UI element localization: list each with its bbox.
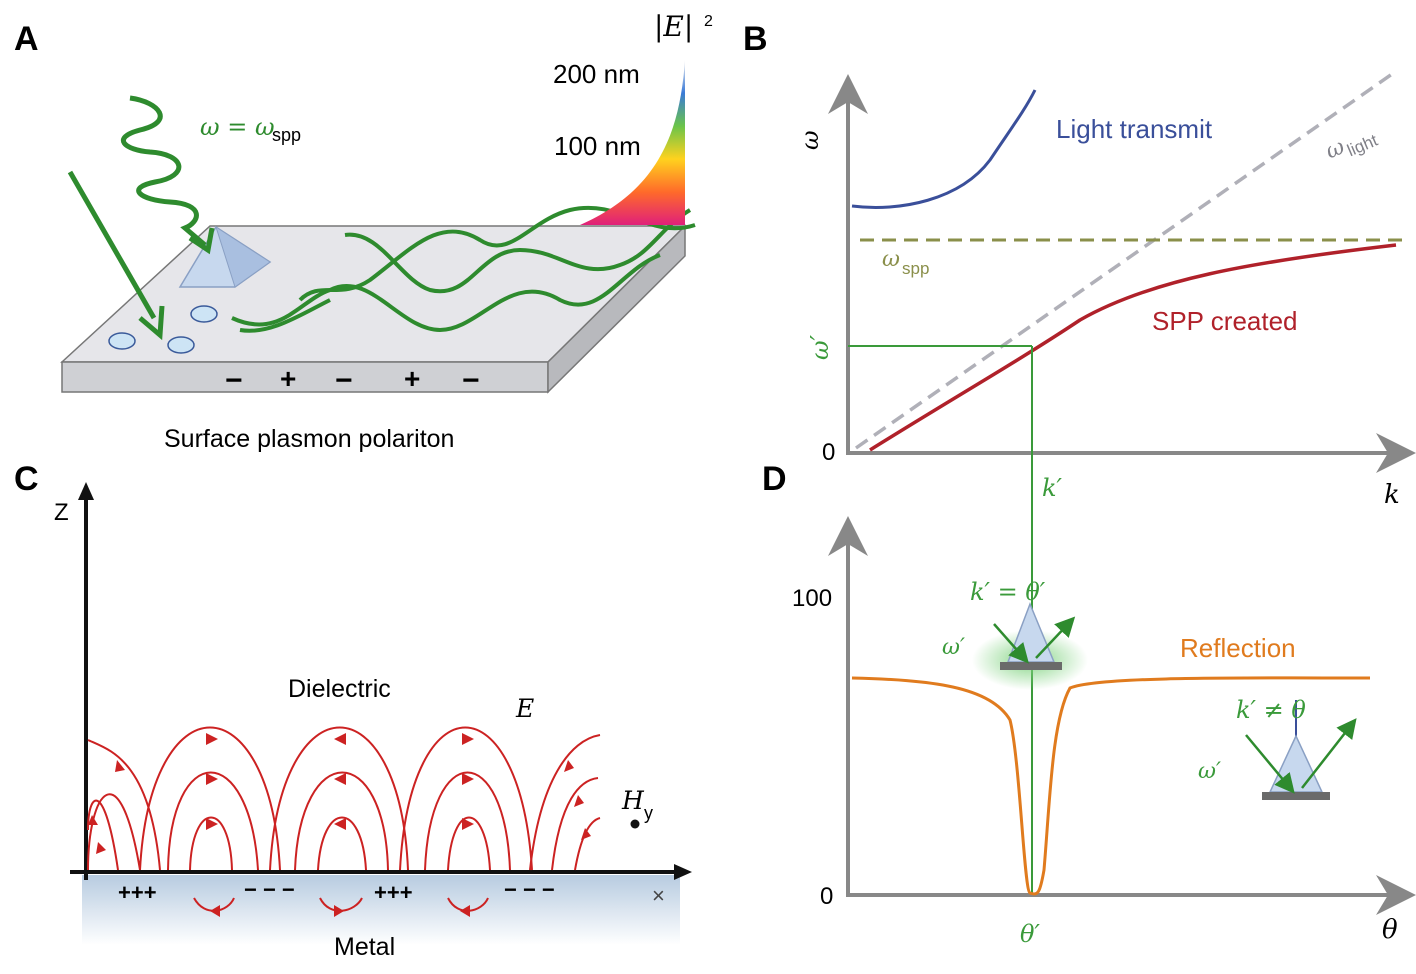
omega-light-label: ω light [1322, 131, 1381, 165]
reflection-label: Reflection [1180, 633, 1296, 663]
light-transmit-label: Light transmit [1056, 114, 1213, 144]
omega-spp-label: ω [882, 247, 900, 272]
omega-prime-resonance: ω′ [942, 635, 965, 660]
non-resonance-condition: k′ ≠ θ [1236, 696, 1306, 724]
surface-charge-plus: +++ [374, 880, 413, 905]
z-axis-arrowhead [78, 482, 94, 500]
x-axis-c-arrowhead [674, 864, 692, 880]
origin-label: 0 [822, 439, 835, 466]
h-field-label: H [621, 786, 645, 815]
panel-a-letter: A [14, 20, 39, 58]
spp-dispersion-curve [869, 243, 1397, 452]
x-axis-c-label: × [652, 883, 665, 908]
reflection-curve [851, 676, 1371, 896]
metal-film [1000, 662, 1062, 670]
spp-wave [239, 298, 331, 333]
incident-arrow-icon [993, 623, 1029, 664]
metal-label: Metal [334, 933, 395, 961]
wave-light-icon [121, 95, 207, 247]
omega-spp-sub: spp [272, 125, 301, 145]
incident-ray [67, 170, 157, 320]
spp-created-label: SPP created [1152, 306, 1298, 336]
panel-c-letter: C [14, 460, 39, 498]
h-field-sub: y [644, 803, 653, 823]
e-field-arrowheads [88, 733, 591, 917]
omega-spp-sub: spp [902, 259, 929, 278]
z-axis-label: Z [54, 499, 69, 526]
spp-wave [344, 208, 692, 294]
h-field-dot-icon [630, 819, 640, 829]
dielectric-label: Dielectric [288, 675, 391, 703]
arrowhead-icon [138, 305, 165, 341]
surface-charge-minus: − − − [244, 877, 295, 902]
metal-slab-side [547, 224, 686, 394]
metal-region [82, 875, 680, 945]
tick-0: 0 [820, 883, 833, 910]
resonance-condition: k′ = θ′ [970, 578, 1046, 606]
tick-100: 100 [792, 585, 832, 612]
panel-c: C Z × [14, 460, 692, 961]
theta-prime-label: θ′ [1020, 920, 1040, 948]
light-transmit-curve [851, 89, 1037, 209]
x-axis-label: k [1384, 480, 1400, 510]
panel-a: A − + − + − |E| 2 200 nm 100 n [14, 10, 713, 453]
tick-200nm: 200 nm [553, 59, 640, 89]
panel-a-caption: Surface plasmon polariton [164, 425, 454, 453]
k-prime-label: k′ [1042, 474, 1063, 502]
charge-minus: − [335, 364, 353, 397]
panel-b-letter: B [743, 20, 768, 58]
tick-100nm: 100 nm [554, 131, 641, 161]
scatter-particle [167, 336, 195, 354]
charge-plus: + [404, 363, 420, 394]
incident-arrow-icon [1245, 734, 1295, 794]
field-intensity-profile [580, 60, 685, 225]
charge-minus: − [225, 364, 243, 397]
panel-d: D 100 0 θ θ′ Reflection k′ = θ′ ω′ k′ ≠ … [762, 460, 1416, 948]
prism-icon [1268, 734, 1324, 793]
panel-d-letter: D [762, 460, 787, 498]
charge-minus: − [462, 364, 480, 397]
reflected-arrow-icon [1035, 616, 1076, 659]
spp-wave [231, 253, 661, 333]
scatter-particle [108, 332, 136, 350]
omega-equals-label: ω = ω [200, 113, 275, 141]
metal-film [1262, 792, 1330, 800]
surface-charge-plus: +++ [118, 880, 157, 905]
x-axis-d-label: θ [1382, 915, 1398, 945]
y-axis-label: ω [796, 130, 824, 150]
scatter-particle [190, 305, 218, 323]
omega-prime-label: ω′ [806, 334, 834, 360]
field-intensity-label: |E| [654, 10, 693, 43]
field-intensity-sup: 2 [704, 13, 713, 30]
svg-text:light: light [1344, 131, 1380, 161]
surface-charge-minus: − − − [504, 877, 555, 902]
charge-plus: + [280, 363, 296, 394]
arrowhead-icon [188, 227, 215, 255]
e-field-label: E [515, 694, 534, 723]
prism-face [215, 225, 271, 288]
omega-prime-nonresonance: ω′ [1198, 759, 1221, 784]
reflected-arrow-icon [1301, 718, 1357, 789]
svg-text:ω: ω [1322, 134, 1348, 164]
